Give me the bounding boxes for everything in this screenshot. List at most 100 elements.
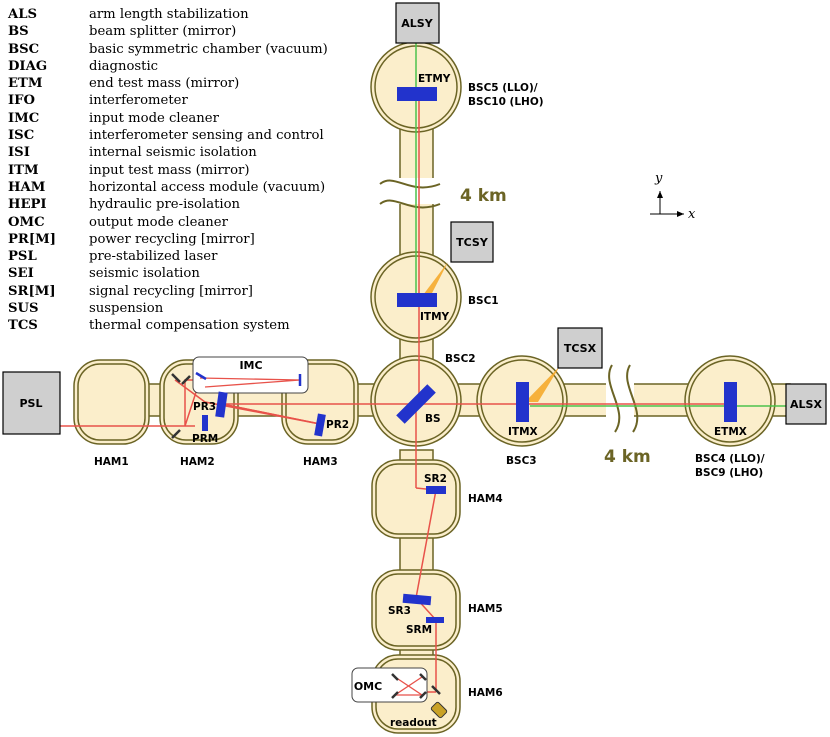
bs-label: BS xyxy=(425,413,441,425)
legend-row: ISC interferometer sensing and control xyxy=(8,127,368,144)
legend-row: SEI seismic isolation xyxy=(8,265,368,282)
legend-definition: end test mass (mirror) xyxy=(89,76,240,92)
legend-abbr: OMC xyxy=(8,214,45,230)
legend-definition: beam splitter (mirror) xyxy=(89,24,237,40)
etmy-mirror xyxy=(397,87,437,101)
legend-row: ETM end test mass (mirror) xyxy=(8,75,368,92)
legend-abbr: ALS xyxy=(8,7,38,22)
legend-definition: input test mass (mirror) xyxy=(89,162,250,178)
alsy-label: ALSY xyxy=(401,17,433,30)
pr2-mirror xyxy=(314,413,326,437)
readout-photodiode xyxy=(430,701,448,719)
tcsy-box: TCSY xyxy=(450,221,494,263)
legend-abbr: IMC xyxy=(8,110,40,126)
omc-group: OMC xyxy=(351,667,428,703)
legend-abbr: ETM xyxy=(8,76,43,92)
ham5-label: HAM5 xyxy=(468,603,503,615)
pr-aux-beam xyxy=(221,403,321,425)
legend-definition: internal seismic isolation xyxy=(89,145,257,161)
legend-definition: input mode cleaner xyxy=(89,110,219,126)
itmy-label: ITMY xyxy=(420,311,450,323)
legend-abbr: SUS xyxy=(8,301,39,317)
bs-mirror xyxy=(396,384,436,424)
pr3-mirror xyxy=(215,391,228,418)
legend-definition: suspension xyxy=(89,301,164,317)
prm-mirror xyxy=(202,415,208,431)
legend-abbr: HEPI xyxy=(8,197,47,213)
legend-definition: interferometer xyxy=(89,93,188,109)
axis-indicator: y x xyxy=(650,171,696,222)
bsc5-label-line2: BSC10 (LHO) xyxy=(468,96,544,108)
legend-row: ITM input test mass (mirror) xyxy=(8,162,368,179)
etmx-label: ETMX xyxy=(714,426,747,438)
legend-abbr: BS xyxy=(8,24,29,40)
legend-definition: interferometer sensing and control xyxy=(89,128,324,144)
pr3-label: PR3 xyxy=(193,401,216,413)
itmx-label: ITMX xyxy=(508,426,538,438)
tcsx-cone xyxy=(525,366,560,402)
y-arm-length-label: 4 km xyxy=(460,186,507,206)
bsc5-label-line1: BSC5 (LLO)/ xyxy=(468,82,538,94)
legend-abbr: IFO xyxy=(8,93,36,109)
sr2-mirror xyxy=(426,486,446,494)
srm-mirror xyxy=(426,617,444,623)
legend-abbr: ITM xyxy=(8,162,39,178)
legend-row: IMC input mode cleaner xyxy=(8,110,368,127)
tcs-beams xyxy=(420,262,560,402)
legend-definition: hydraulic pre-isolation xyxy=(89,197,241,213)
x-axis-label: x xyxy=(688,207,696,222)
itmy-mirror xyxy=(397,293,437,307)
srm-label: SRM xyxy=(406,624,432,636)
ham4-label: HAM4 xyxy=(468,493,503,505)
tcsx-box: TCSX xyxy=(557,327,603,369)
tcsy-label: TCSY xyxy=(456,236,489,249)
labels: ETMY ITMY ITMX ETMX BS PR2 PR3 PRM SR2 S… xyxy=(94,73,765,729)
legend-row: IFO interferometer xyxy=(8,92,368,109)
tcsx-label: TCSX xyxy=(564,342,597,355)
legend-definition: horizontal access module (vacuum) xyxy=(89,179,326,195)
ham3-label: HAM3 xyxy=(303,456,338,468)
legend-abbr: ISC xyxy=(8,128,35,144)
psl-label: PSL xyxy=(20,397,43,410)
legend-row: HEPI hydraulic pre-isolation xyxy=(8,196,368,213)
ham6-label: HAM6 xyxy=(468,687,503,699)
sr3-label: SR3 xyxy=(388,605,411,617)
legend-definition: basic symmetric chamber (vacuum) xyxy=(89,41,328,57)
legend-definition: signal recycling [mirror] xyxy=(89,283,253,299)
pr2-label: PR2 xyxy=(326,419,349,431)
alsy-box: ALSY xyxy=(395,2,440,44)
ham5-chamber xyxy=(371,569,461,651)
legend-abbr: SEI xyxy=(8,266,34,282)
x-arm-break xyxy=(606,364,639,433)
psl-box: PSL xyxy=(2,371,61,435)
legend-definition: power recycling [mirror] xyxy=(89,231,255,247)
prm-label: PRM xyxy=(192,433,218,445)
legend-definition: arm length stabilization xyxy=(89,7,249,22)
legend-row: BSC basic symmetric chamber (vacuum) xyxy=(8,41,368,58)
aux-boxes: PSL ALSY ALSX TCSY TCSX xyxy=(2,2,827,435)
legend-abbr: PSL xyxy=(8,249,37,265)
legend-row: SUS suspension xyxy=(8,300,368,317)
legend-abbr: BSC xyxy=(8,41,40,57)
legend-definition: diagnostic xyxy=(89,58,159,74)
tcsy-cone xyxy=(420,262,448,299)
y-arm-break xyxy=(379,178,441,209)
sr2-label: SR2 xyxy=(424,473,447,485)
legend-row: SR[M]signal recycling [mirror] xyxy=(8,283,368,300)
legend-row: HAM horizontal access module (vacuum) xyxy=(8,179,368,196)
sr3-mirror xyxy=(402,593,432,606)
legend-row: ALS arm length stabilization xyxy=(8,6,368,23)
legend-definition: seismic isolation xyxy=(89,266,200,282)
ham1-label: HAM1 xyxy=(94,456,129,468)
legend-abbr: HAM xyxy=(8,179,46,195)
legend-abbr: TCS xyxy=(8,318,38,334)
laser-beams xyxy=(60,40,786,693)
ham1-chamber xyxy=(73,359,150,445)
y-axis-label: y xyxy=(654,171,663,186)
legend-definition: output mode cleaner xyxy=(89,214,228,230)
